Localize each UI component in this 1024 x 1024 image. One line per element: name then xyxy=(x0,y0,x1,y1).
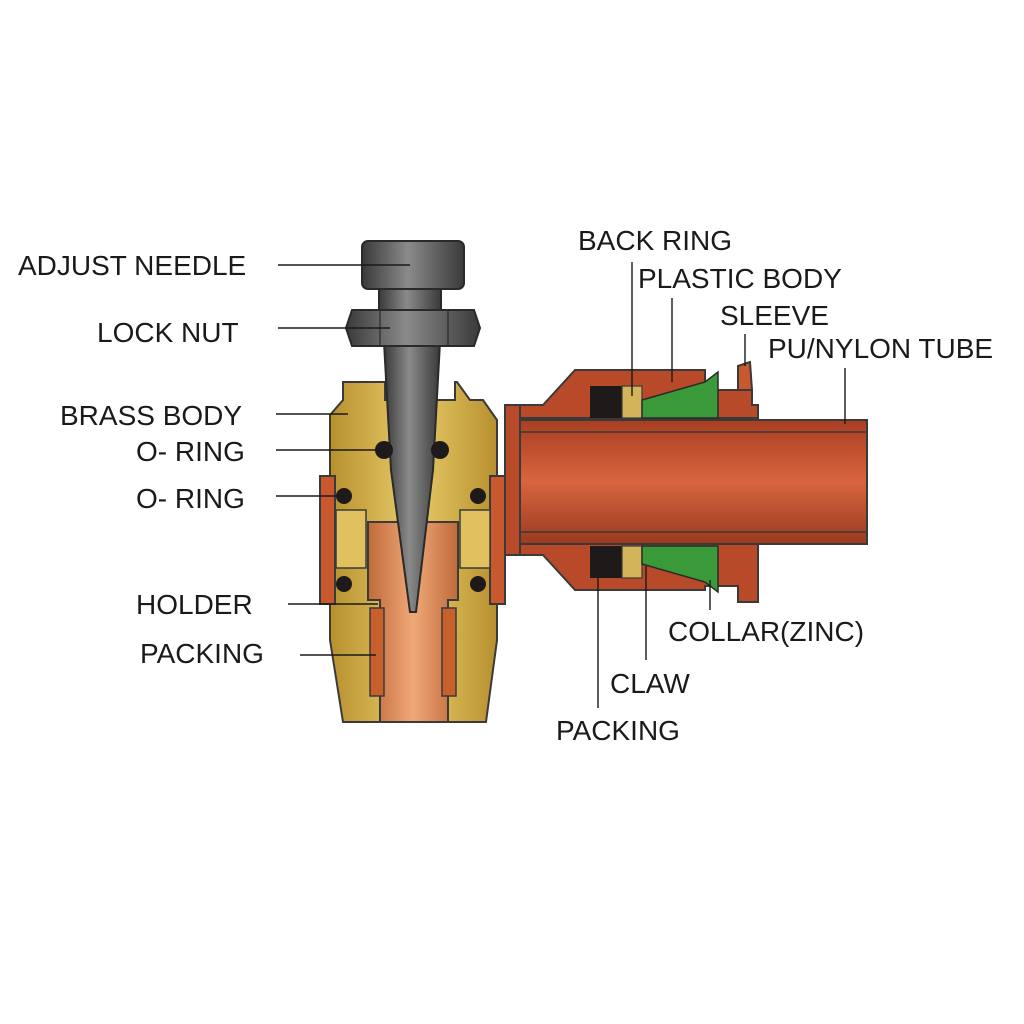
o-ring-circle xyxy=(336,576,352,592)
label-packing-right: PACKING xyxy=(556,715,680,746)
label-collar: COLLAR(ZINC) xyxy=(668,616,864,647)
packing-ring-top xyxy=(590,386,622,418)
back-ring-bottom xyxy=(621,545,643,579)
tube-shape xyxy=(519,419,868,545)
collar-top xyxy=(641,370,719,419)
plastic-body-left-wall xyxy=(504,404,521,556)
label-o-ring-upper: O- RING xyxy=(136,436,245,467)
label-brass-body: BRASS BODY xyxy=(60,400,242,431)
label-plastic-body: PLASTIC BODY xyxy=(638,263,842,294)
label-sleeve: SLEEVE xyxy=(720,300,829,331)
o-ring-circle xyxy=(470,576,486,592)
label-o-ring-lower: O- RING xyxy=(136,483,245,514)
packing-ring-bottom xyxy=(590,546,622,578)
label-claw: CLAW xyxy=(610,668,690,699)
outer-o-ring-groove-right xyxy=(489,475,506,605)
label-adjust-needle: ADJUST NEEDLE xyxy=(18,250,246,281)
packing-shape-left xyxy=(369,607,385,697)
inner-cavity-left xyxy=(335,509,367,569)
packing-shape-right xyxy=(441,607,457,697)
collar-bottom xyxy=(641,545,719,594)
needle-o-ring xyxy=(431,441,449,459)
label-tube: PU/NYLON TUBE xyxy=(768,333,993,364)
label-back-ring: BACK RING xyxy=(578,225,732,256)
label-holder: HOLDER xyxy=(136,589,253,620)
label-lock-nut: LOCK NUT xyxy=(97,317,239,348)
inner-cavity-right xyxy=(459,509,491,569)
o-ring-circle xyxy=(470,488,486,504)
sleeve-shape xyxy=(737,360,754,391)
holder-shape xyxy=(367,521,459,723)
outer-o-ring-groove-left xyxy=(319,475,336,605)
label-packing-left: PACKING xyxy=(140,638,264,669)
